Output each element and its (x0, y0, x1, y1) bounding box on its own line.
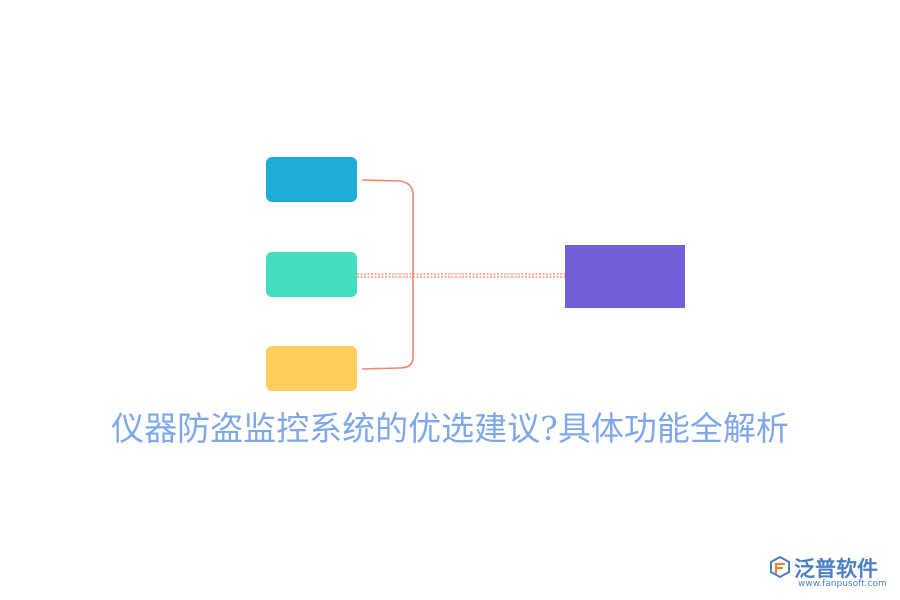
center-node (565, 245, 685, 308)
brand-logo: 泛普软件 www.fanpusoft.com (768, 553, 893, 595)
logo-name: 泛普软件 (794, 557, 878, 581)
branch-node-1 (266, 157, 357, 202)
logo-url: www.fanpusoft.com (798, 579, 887, 589)
page-title: 仪器防盗监控系统的优选建议?具体功能全解析 (111, 409, 789, 448)
branch-node-2 (266, 252, 357, 297)
branch-node-3 (266, 346, 357, 391)
fanpu-logo-icon (770, 555, 790, 579)
bracket-connector (361, 179, 414, 370)
